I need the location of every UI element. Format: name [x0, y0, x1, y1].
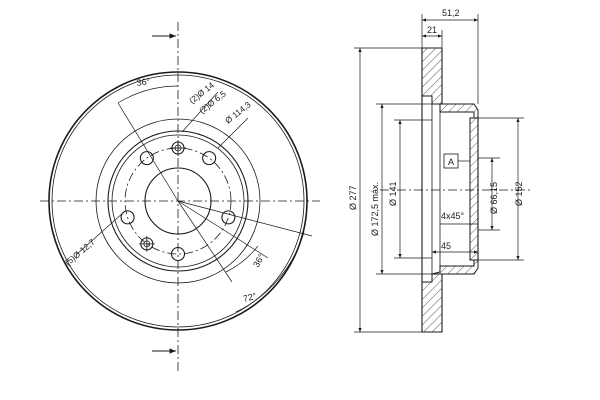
- label-angle-top: 36°: [136, 76, 151, 88]
- leader-bolt-holes: [75, 211, 125, 256]
- angle-mid-ray-a: [177, 200, 269, 259]
- label-width-total: 51,2: [442, 8, 460, 18]
- label-bore: Ø 66,15: [489, 182, 499, 214]
- hat-face-hatch: [469, 117, 479, 261]
- label-hat-height: 45: [441, 241, 451, 251]
- angle-bottom-arc: [235, 231, 305, 313]
- label-pcd: Ø 114,3: [223, 99, 253, 125]
- bolt-hole: [120, 210, 135, 225]
- friction-ring-section-bottom: [421, 273, 443, 333]
- bolt-hole: [170, 246, 186, 262]
- label-diameter-141: Ø 141: [388, 181, 398, 206]
- angle-top-arc: [117, 85, 179, 104]
- bolt-hole: [139, 151, 154, 166]
- label-angle-bottom: 72°: [242, 291, 258, 304]
- leader-hole-14: [181, 91, 219, 133]
- label-width-21: 21: [427, 25, 437, 35]
- bolt-holes-group: [120, 140, 236, 262]
- label-bolt-holes: (5)Ø 12,7: [63, 237, 97, 268]
- label-max-diameter: Ø 172,5 máx.: [370, 182, 380, 236]
- angle-mid-arc: [225, 245, 259, 273]
- angle-top-ray: [117, 102, 179, 202]
- hat-top-wall: [432, 103, 479, 119]
- bolt-hole: [202, 151, 217, 166]
- label-angle-mid: 36°: [251, 252, 267, 269]
- section-view: 51,2 21 Ø 277 Ø 172,5 máx. Ø 141 A Ø 66,…: [348, 8, 530, 333]
- angle-bottom-ray: [177, 200, 313, 237]
- label-hat-diameter: Ø 152: [514, 181, 524, 206]
- front-view: 36° (2)Ø 14 (2)Ø 6,5 Ø 114,3 (5)Ø 12,7 3…: [40, 22, 320, 372]
- hat-bottom-wall: [431, 259, 479, 275]
- friction-ring-section-top: [421, 47, 443, 105]
- label-outer-diameter: Ø 277: [348, 185, 358, 210]
- label-chamfer: 4x45°: [441, 211, 465, 221]
- bolt-hole: [221, 210, 236, 225]
- angle-mid-ray-b: [177, 200, 233, 283]
- leader-pcd: [217, 117, 249, 149]
- label-datum: A: [448, 157, 454, 167]
